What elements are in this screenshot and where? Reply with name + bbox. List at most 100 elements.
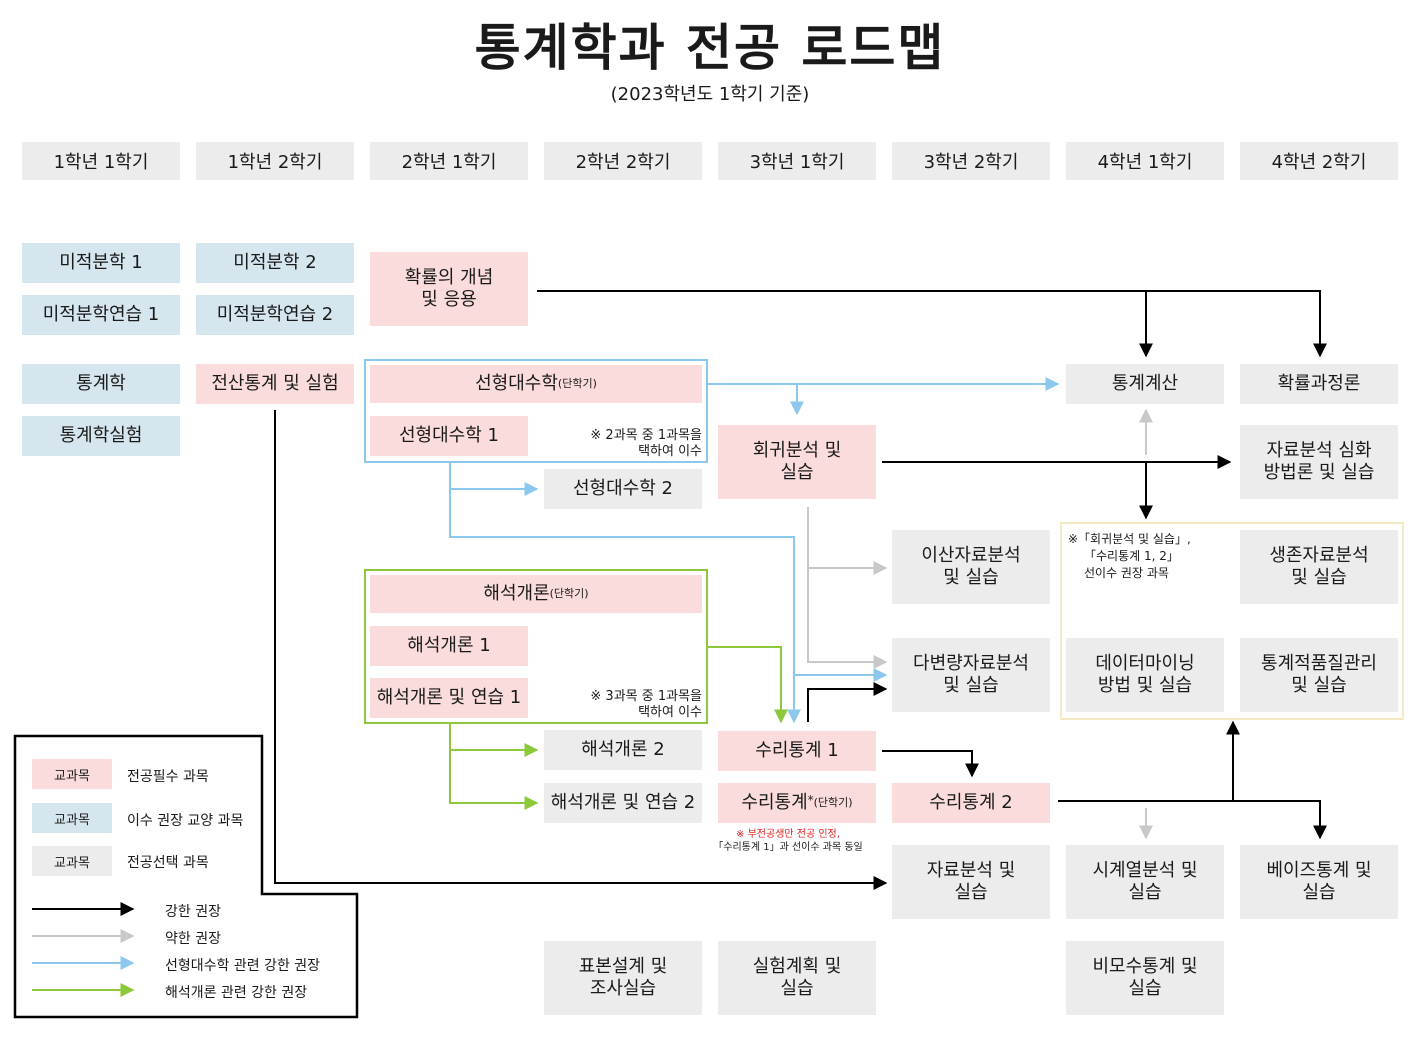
arrow-regression-to-multivariate [807, 568, 888, 669]
linear-algebra-note-line2: 택하여 이수 [638, 444, 702, 459]
course-timeseries-line2: 실습 [1128, 882, 1162, 903]
course-advanced-line2: 방법론 및 실습 [1263, 462, 1375, 483]
course-quality-control: 통계적품질관리 및 실습 [1240, 638, 1398, 712]
course-data-analysis-line1: 자료분석 및 [926, 860, 1016, 881]
course-regression-line2: 실습 [780, 462, 814, 483]
arrow-compstats-to-data-analysis [274, 410, 888, 890]
analysis-note-line1: ※ 3과목 중 1과목을 [590, 689, 702, 704]
semester-header: 4학년 2학기 [1240, 142, 1398, 180]
course-sampling-line2: 조사실습 [589, 978, 657, 999]
course-quality-line1: 통계적품질관리 [1261, 653, 1377, 674]
legend-label-elective: 전공선택 과목 [127, 855, 209, 871]
single-semester-tag: (단학기) [813, 796, 853, 809]
arrow-linalg-to-mathstats1 [449, 489, 801, 724]
math-stats-note-line1: ※ 부전공생만 전공 인정, [736, 829, 840, 840]
course-time-series: 시계열분석 및 실습 [1066, 845, 1224, 919]
course-analysis-1: 해석개론 1 [370, 626, 528, 666]
course-advanced-line1: 자료분석 심화 [1266, 440, 1372, 461]
course-nonparametric-statistics: 비모수통계 및 실습 [1066, 941, 1224, 1015]
regression-note-line3: 선이수 권장 과목 [1084, 566, 1169, 580]
course-data-analysis-line2: 실습 [954, 882, 988, 903]
course-multivariate-analysis: 다변량자료분석 및 실습 [892, 638, 1050, 712]
semester-header: 1학년 2학기 [196, 142, 354, 180]
regression-prereq-note: ※「회귀분석 및 실습」, 「수리통계 1, 2」 선이수 권장 과목 [1068, 531, 1228, 582]
semester-header: 3학년 2학기 [892, 142, 1050, 180]
legend-label-required: 전공필수 과목 [127, 769, 209, 785]
course-regression: 회귀분석 및 실습 [718, 425, 876, 499]
course-nonparam-line1: 비모수통계 및 [1092, 956, 1198, 977]
arrow-mathstats1-to-mathstats2 [882, 750, 979, 778]
course-analysis-2: 해석개론 2 [544, 730, 702, 770]
course-bayes-line2: 실습 [1302, 882, 1336, 903]
regression-note-line1: ※「회귀분석 및 실습」, [1068, 532, 1191, 546]
course-mathematical-statistics-single: 수리통계 * (단학기) [718, 783, 876, 823]
course-probability-line2: 및 응용 [421, 289, 477, 310]
legend-frame [13, 734, 359, 1019]
arrow-mathstats2-to-bayes [1058, 800, 1327, 840]
semester-header: 1학년 1학기 [22, 142, 180, 180]
course-statistics-lab: 통계학실험 [22, 416, 180, 456]
course-linear-algebra: 선형대수학 (단학기) [370, 365, 702, 403]
course-analysis-exercise-1: 해석개론 및 연습 1 [370, 678, 528, 718]
legend-label-weak: 약한 권장 [165, 931, 221, 947]
course-discrete-line2: 및 실습 [943, 567, 999, 588]
course-survival-line2: 및 실습 [1291, 567, 1347, 588]
single-semester-tag: (단학기) [549, 587, 589, 600]
course-analysis-exercise-2: 해석개론 및 연습 2 [544, 783, 702, 823]
arrow-mathstats1-to-multivariate [807, 682, 888, 722]
legend-label-general: 이수 권장 교양 과목 [127, 813, 244, 829]
course-linear-algebra-2: 선형대수학 2 [544, 469, 702, 509]
course-regression-line1: 회귀분석 및 [752, 440, 842, 461]
course-analysis: 해석개론 (단학기) [370, 575, 702, 613]
course-quality-line2: 및 실습 [1291, 675, 1347, 696]
legend-swatch-required: 교과목 [32, 759, 112, 789]
course-stochastic-process: 확률과정론 [1240, 364, 1398, 404]
analysis-note-line2: 택하여 이수 [638, 705, 702, 720]
course-experimental-design: 실험계획 및 실습 [718, 941, 876, 1015]
arrow-regression-to-discrete [807, 507, 888, 575]
linear-algebra-note-line1: ※ 2과목 중 1과목을 [590, 428, 702, 443]
course-multivariate-line1: 다변량자료분석 [913, 653, 1029, 674]
course-discrete-line1: 이산자료분석 [921, 545, 1021, 566]
course-datamining-line1: 데이터마이닝 [1095, 653, 1195, 674]
course-statistical-computing: 통계계산 [1066, 364, 1224, 404]
course-nonparam-line2: 실습 [1128, 978, 1162, 999]
legend-label-analysis: 해석개론 관련 강한 권장 [165, 985, 308, 1001]
regression-note-line2: 「수리통계 1, 2」 [1084, 549, 1179, 563]
course-bayesian-statistics: 베이즈통계 및 실습 [1240, 845, 1398, 919]
page-subtitle: (2023학년도 1학기 기준) [610, 84, 810, 105]
legend-swatch-general: 교과목 [32, 803, 112, 833]
course-advanced-data-analysis: 자료분석 심화 방법론 및 실습 [1240, 425, 1398, 499]
course-computational-statistics: 전산통계 및 실험 [196, 364, 354, 404]
analysis-group-frame [364, 569, 708, 724]
arrow-linalg-to-linalg2 [449, 463, 539, 496]
arrow-analysis-to-mathstats1 [708, 646, 788, 724]
legend-label-linalg: 선형대수학 관련 강한 권장 [165, 958, 321, 974]
legend-swatch-elective: 교과목 [32, 846, 112, 876]
arrow-prob-to-stoch [1146, 290, 1327, 358]
math-stats-note-line2: 「수리통계 1」과 선이수 과목 동일 [713, 842, 863, 853]
page-title: 통계학과 전공 로드맵 [474, 19, 946, 77]
course-linear-algebra-label: 선형대수학 [475, 373, 558, 394]
linear-algebra-group-frame [364, 359, 708, 463]
semester-header: 2학년 2학기 [544, 142, 702, 180]
linear-algebra-note: ※ 2과목 중 1과목을 택하여 이수 [560, 428, 702, 460]
course-discrete-data-analysis: 이산자료분석 및 실습 [892, 530, 1050, 604]
course-mathematical-statistics-1: 수리통계 1 [718, 731, 876, 771]
course-probability-line1: 확률의 개념 [404, 267, 494, 288]
course-mathematical-statistics-2: 수리통계 2 [892, 783, 1050, 823]
legend-label-strong: 강한 권장 [165, 904, 221, 920]
regression-prereq-frame [1060, 522, 1404, 720]
course-bayes-line1: 베이즈통계 및 [1266, 860, 1372, 881]
course-experiment-line1: 실험계획 및 [752, 956, 842, 977]
semester-header: 4학년 1학기 [1066, 142, 1224, 180]
course-experiment-line2: 실습 [780, 978, 814, 999]
course-statistics: 통계학 [22, 364, 180, 404]
course-sampling-line1: 표본설계 및 [578, 956, 668, 977]
asterisk-mark: * [807, 793, 814, 807]
semester-header: 2학년 1학기 [370, 142, 528, 180]
course-data-mining: 데이터마이닝 방법 및 실습 [1066, 638, 1224, 712]
course-calculus-exercise-1: 미적분학연습 1 [22, 295, 180, 335]
course-datamining-line2: 방법 및 실습 [1097, 675, 1193, 696]
